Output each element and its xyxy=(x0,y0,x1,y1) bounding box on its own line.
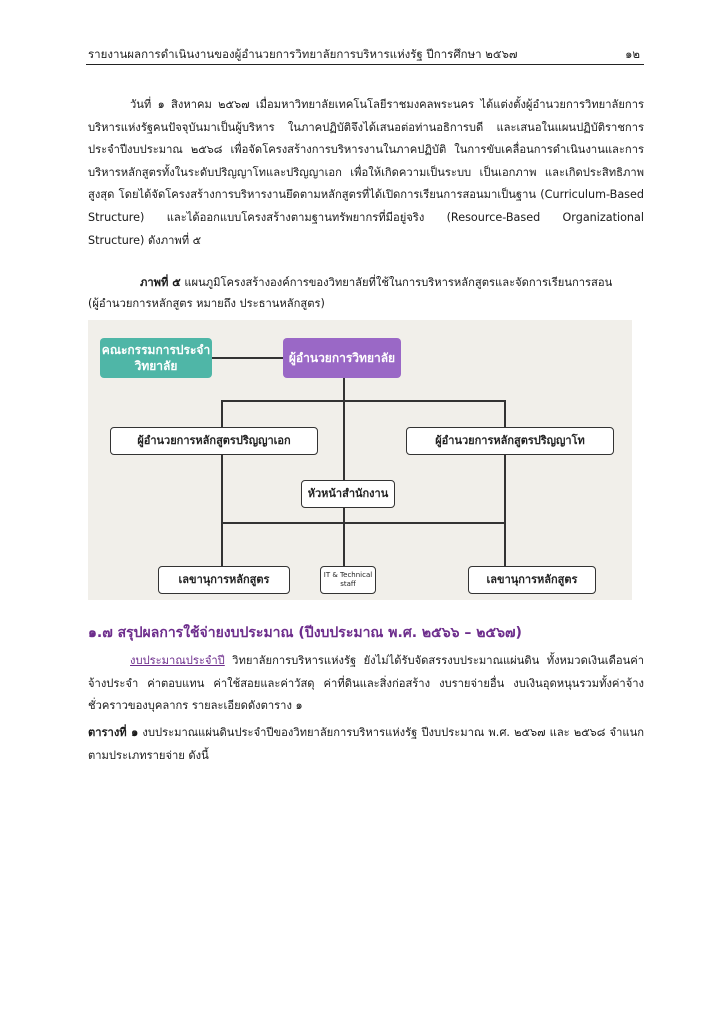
figure-caption-label: ภาพที่ ๕ xyxy=(140,276,181,289)
phd-director-box: ผู้อำนวยการหลักสูตรปริญญาเอก xyxy=(110,427,318,455)
header-rule xyxy=(86,64,644,65)
secretary-left-box: เลขานุการหลักสูตร xyxy=(158,566,290,594)
connector-committee xyxy=(193,357,288,359)
committee-box: คณะกรรมการประจำวิทยาลัย xyxy=(100,338,212,378)
connector-top-horizontal xyxy=(221,400,505,402)
figure-caption-text: แผนภูมิโครงสร้างองค์การของวิทยาลัยที่ใช้… xyxy=(180,276,613,289)
figure-caption-note: (ผู้อำนวยการหลักสูตร หมายถึง ประธานหลักส… xyxy=(88,297,325,310)
connector-secretary-right xyxy=(504,522,506,566)
connector-it xyxy=(343,522,345,566)
figure-caption: ภาพที่ ๕ แผนภูมิโครงสร้างองค์การของวิทยา… xyxy=(88,272,644,314)
connector-director-down xyxy=(343,376,345,400)
header-title: รายงานผลการดำเนินงานของผู้อำนวยการวิทยาล… xyxy=(88,47,518,61)
it-staff-box: IT & Technical staff xyxy=(320,566,376,594)
intro-paragraph: วันที่ ๑ สิงหาคม ๒๕๖๗ เมื่อมหาวิทยาลัยเท… xyxy=(88,94,644,252)
director-box: ผู้อำนวยการวิทยาลัย xyxy=(283,338,401,378)
table-caption-label: ตารางที่ ๑ xyxy=(88,726,139,739)
connector-phd xyxy=(221,400,223,427)
intro-text: วันที่ ๑ สิงหาคม ๒๕๖๗ เมื่อมหาวิทยาลัยเท… xyxy=(88,98,644,247)
budget-text: วิทยาลัยการบริหารแห่งรัฐ ยังไม่ได้รับจัด… xyxy=(88,654,644,713)
budget-lead: งบประมาณประจำปี xyxy=(130,654,225,667)
secretary-right-box: เลขานุการหลักสูตร xyxy=(468,566,596,594)
masters-director-box: ผู้อำนวยการหลักสูตรปริญญาโท xyxy=(406,427,614,455)
connector-bottom-horizontal xyxy=(221,522,506,524)
section-heading: ๑.๗ สรุปผลการใช้จ่ายงบประมาณ (ปีงบประมาณ… xyxy=(88,625,522,641)
connector-masters-down xyxy=(504,453,506,523)
connector-office xyxy=(343,400,345,480)
page-number: ๑๒ xyxy=(625,47,640,61)
table-caption-text: งบประมาณแผ่นดินประจำปีของวิทยาลัยการบริห… xyxy=(88,726,645,762)
connector-masters xyxy=(504,400,506,427)
connector-phd-down xyxy=(221,453,223,523)
connector-office-down xyxy=(343,506,345,523)
budget-paragraph: งบประมาณประจำปี วิทยาลัยการบริหารแห่งรัฐ… xyxy=(88,650,644,718)
page-header: รายงานผลการดำเนินงานของผู้อำนวยการวิทยาล… xyxy=(88,46,640,64)
table-caption: ตารางที่ ๑ งบประมาณแผ่นดินประจำปีของวิทย… xyxy=(88,722,644,767)
office-head-box: หัวหน้าสำนักงาน xyxy=(301,480,395,508)
org-chart: คณะกรรมการประจำวิทยาลัย ผู้อำนวยการวิทยา… xyxy=(88,320,632,600)
connector-secretary-left xyxy=(221,522,223,566)
